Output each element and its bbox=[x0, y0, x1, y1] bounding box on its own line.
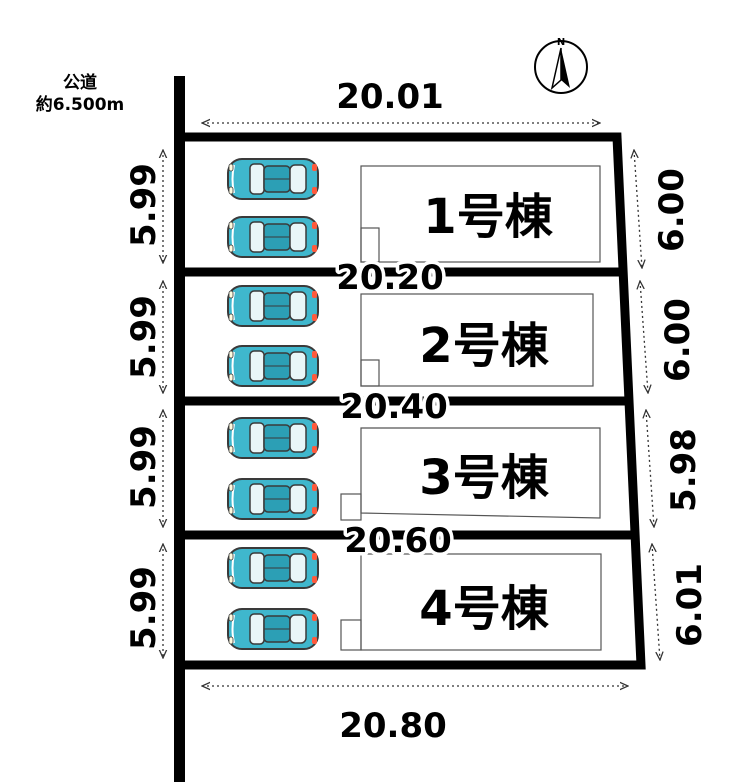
car-icon bbox=[227, 345, 319, 387]
road-boundary-line bbox=[174, 76, 185, 782]
lot-label-2: 2号棟 bbox=[419, 318, 549, 374]
road-label-line2: 約6.500m bbox=[36, 94, 125, 115]
north-label: N bbox=[557, 37, 565, 48]
lot-label-1: 1号棟 bbox=[423, 189, 553, 245]
rear-width-label-1: 20.20 bbox=[336, 258, 444, 298]
bottom-width-label: 20.80 bbox=[339, 706, 447, 746]
left-depth-label-3: 5.99 bbox=[124, 425, 164, 509]
car-icon bbox=[227, 285, 319, 327]
road-label-line1: 公道 bbox=[63, 72, 97, 93]
right-depth-arrow-3 bbox=[646, 410, 654, 527]
lot-label-3: 3号棟 bbox=[419, 450, 549, 506]
building-entry-2 bbox=[360, 359, 380, 387]
right-depth-label-4: 6.01 bbox=[670, 563, 710, 647]
rear-width-label-3: 20.60 bbox=[344, 521, 452, 561]
rear-width-label-2: 20.40 bbox=[340, 387, 448, 427]
building-entry-4 bbox=[340, 619, 362, 651]
car-icon bbox=[227, 216, 319, 258]
building-footprint-1 bbox=[360, 165, 601, 263]
building-entry-3 bbox=[340, 493, 362, 521]
car-icon bbox=[227, 608, 319, 650]
car-icon bbox=[227, 417, 319, 459]
left-depth-label-2: 5.99 bbox=[124, 295, 164, 379]
right-depth-arrow-1 bbox=[634, 150, 642, 268]
right-depth-label-1: 6.00 bbox=[652, 168, 692, 252]
car-icon bbox=[227, 158, 319, 200]
lot-label-4: 4号棟 bbox=[419, 581, 549, 637]
right-depth-label-3: 5.98 bbox=[664, 428, 704, 512]
car-icon bbox=[227, 478, 319, 520]
car-icon bbox=[227, 547, 319, 589]
building-entry-1 bbox=[360, 227, 380, 263]
building-footprint-2 bbox=[360, 293, 594, 387]
left-depth-label-4: 5.99 bbox=[124, 566, 164, 650]
top-width-label: 20.01 bbox=[336, 77, 444, 117]
right-depth-arrow-2 bbox=[640, 281, 648, 393]
left-depth-label-1: 5.99 bbox=[124, 163, 164, 247]
building-footprint-4 bbox=[360, 553, 602, 651]
north-compass-icon: N bbox=[534, 37, 588, 94]
right-depth-label-2: 6.00 bbox=[658, 298, 698, 382]
building-footprint-3 bbox=[360, 427, 601, 519]
right-depth-arrow-4 bbox=[652, 544, 660, 660]
